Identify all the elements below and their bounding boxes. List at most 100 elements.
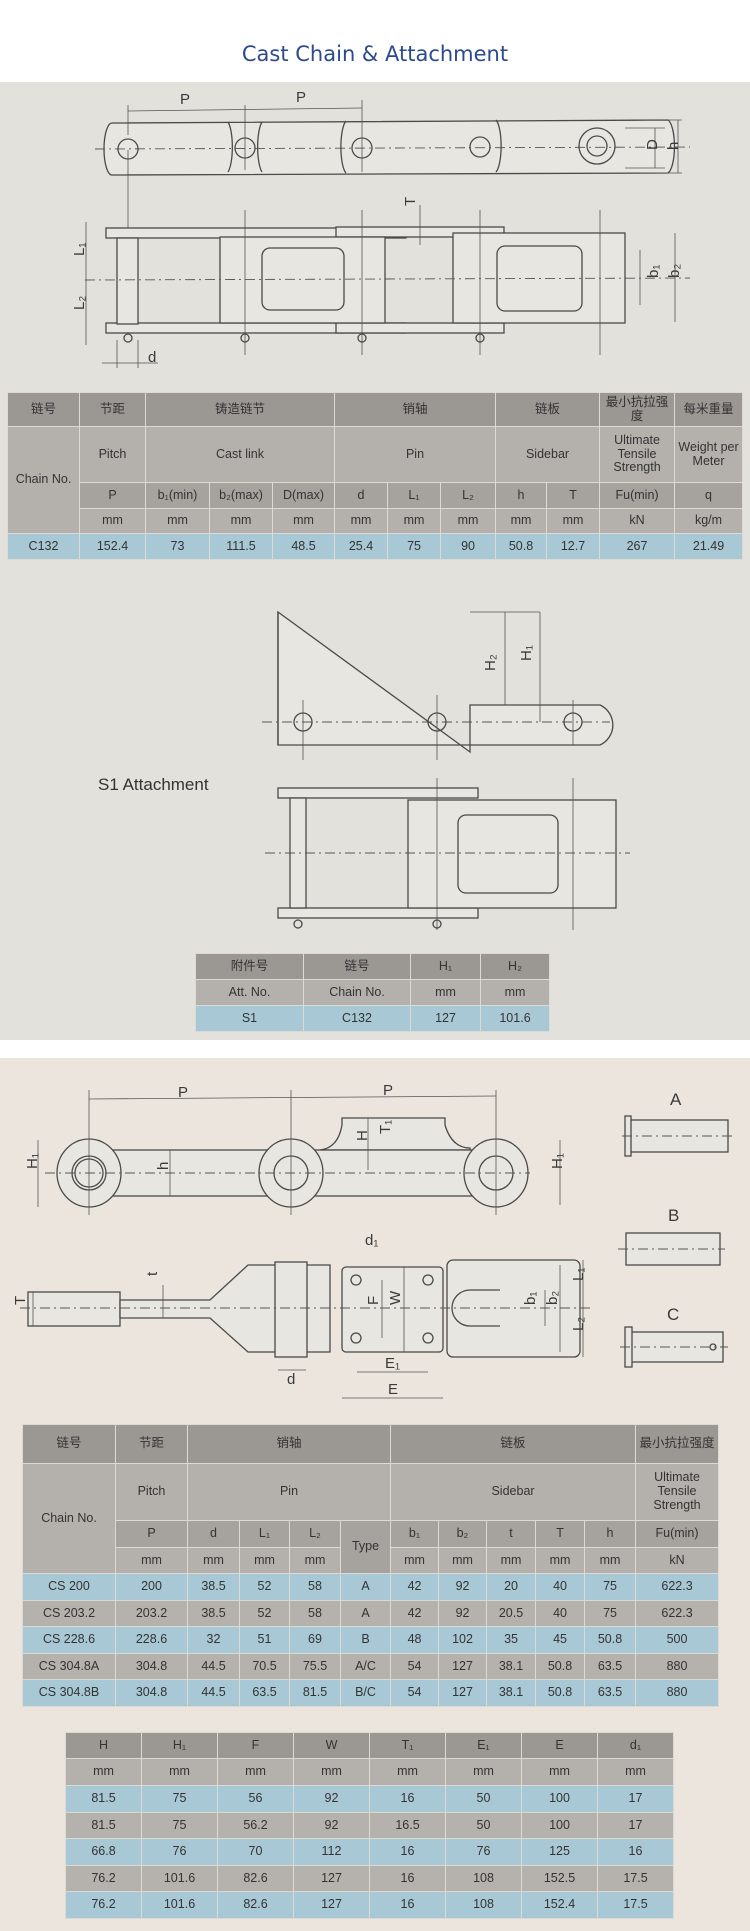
unit-cell: mm bbox=[141, 1758, 218, 1786]
page-title: Cast Chain & Attachment bbox=[241, 42, 509, 66]
value-cell: 16 bbox=[369, 1864, 446, 1893]
s1-attachment-drawing: H₂ H₁ bbox=[262, 610, 630, 930]
value-cell: 50.8 bbox=[535, 1652, 586, 1681]
value-cell: 111.5 bbox=[209, 533, 273, 560]
header-cn: 销轴 bbox=[186, 1424, 392, 1464]
value-cell: 200 bbox=[115, 1573, 188, 1601]
plan-view bbox=[84, 205, 691, 368]
header-cn: 链板 bbox=[390, 1424, 637, 1464]
chain-no-cell: 76.2 bbox=[65, 1891, 142, 1919]
symbol-cell: L₂ bbox=[289, 1520, 341, 1548]
value-cell: 127 bbox=[410, 1005, 481, 1032]
pitch-label: P bbox=[383, 1082, 393, 1099]
value-cell: 16 bbox=[369, 1785, 446, 1813]
dim-label-E1: E₁ bbox=[385, 1355, 400, 1372]
value-cell: B/C bbox=[339, 1679, 392, 1707]
value-cell: 304.8 bbox=[115, 1652, 188, 1681]
header-en: Ultimate Tensile Strength bbox=[635, 1463, 720, 1521]
chain-no-cell: S1 bbox=[195, 1005, 304, 1032]
header-en: Chain No. bbox=[22, 1463, 116, 1574]
pin-type-label: B bbox=[668, 1206, 679, 1225]
value-cell: 35 bbox=[486, 1626, 537, 1654]
cs-chain-drawing: P P H₁ h H T₁ H₁ T t d d₁ F W E₁ E b₁ b₂… bbox=[12, 1082, 732, 1399]
value-cell: 44.5 bbox=[187, 1652, 240, 1681]
unit-cell: mm bbox=[390, 1547, 440, 1574]
value-cell: 127 bbox=[293, 1864, 370, 1893]
unit-cell: mm bbox=[369, 1758, 446, 1786]
value-cell: 90 bbox=[440, 533, 497, 560]
pin-type-drawings bbox=[618, 1115, 732, 1368]
value-cell: 58 bbox=[289, 1599, 341, 1628]
value-cell: 52 bbox=[239, 1573, 290, 1601]
header-en: Sidebar bbox=[495, 426, 601, 483]
dim-label-h: h bbox=[155, 1162, 172, 1170]
symbol-cell: H bbox=[65, 1732, 142, 1759]
value-cell: 92 bbox=[438, 1573, 488, 1601]
value-cell: 38.1 bbox=[486, 1652, 537, 1681]
dim-label-b2: b₂ bbox=[544, 1291, 561, 1305]
pitch-label: P bbox=[180, 91, 190, 108]
value-cell: 125 bbox=[521, 1838, 598, 1866]
value-cell: 50 bbox=[445, 1811, 522, 1840]
value-cell: 75 bbox=[141, 1785, 218, 1813]
value-cell: 304.8 bbox=[115, 1679, 188, 1707]
chain-no-cell: 81.5 bbox=[65, 1785, 142, 1813]
dim-label-d: d bbox=[287, 1371, 295, 1388]
header-cn: 铸造链节 bbox=[144, 392, 336, 427]
value-cell: 44.5 bbox=[187, 1679, 240, 1707]
value-cell: 54 bbox=[390, 1679, 440, 1707]
pitch-label: P bbox=[296, 89, 306, 106]
value-cell: 75 bbox=[584, 1573, 637, 1601]
dim-label-D: D bbox=[644, 139, 661, 150]
chain-no-cell: CS 228.6 bbox=[22, 1626, 116, 1654]
value-cell: 25.4 bbox=[334, 533, 389, 560]
header-cn: 链板 bbox=[495, 392, 601, 427]
dim-label-h: h bbox=[665, 142, 682, 150]
symbol-cell: q bbox=[674, 482, 744, 509]
value-cell: 50.8 bbox=[584, 1626, 637, 1654]
unit-cell: mm bbox=[115, 1547, 188, 1574]
pin-type-label: A bbox=[670, 1090, 682, 1109]
value-cell: 70 bbox=[217, 1838, 294, 1866]
symbol-cell: d bbox=[187, 1520, 240, 1548]
value-cell: 76 bbox=[141, 1838, 218, 1866]
value-cell: 92 bbox=[438, 1599, 488, 1628]
unit-cell: mm bbox=[334, 508, 389, 534]
value-cell: 92 bbox=[293, 1811, 370, 1840]
dim-label-d1: d₁ bbox=[365, 1232, 378, 1249]
value-cell: 75.5 bbox=[289, 1652, 341, 1681]
value-cell: 152.4 bbox=[79, 533, 146, 560]
value-cell: 880 bbox=[635, 1679, 720, 1707]
value-cell: 75 bbox=[584, 1599, 637, 1628]
cast-chain-drawing: P P D h T L₁ L₂ b₁ b₂ d bbox=[71, 89, 691, 368]
symbol-cell: b₂ bbox=[438, 1520, 488, 1548]
chain-no-cell: 66.8 bbox=[65, 1838, 142, 1866]
dim-label-T: T bbox=[402, 197, 419, 206]
value-cell: 52 bbox=[239, 1599, 290, 1628]
value-cell: 16 bbox=[369, 1838, 446, 1866]
symbol-cell: E₁ bbox=[445, 1732, 522, 1759]
value-cell: B bbox=[339, 1626, 392, 1654]
header-cn: 链号 bbox=[22, 1424, 116, 1464]
symbol-cell: E bbox=[521, 1732, 598, 1759]
value-cell: 58 bbox=[289, 1573, 341, 1601]
value-cell: 267 bbox=[599, 533, 676, 560]
pitch-label: P bbox=[178, 1084, 188, 1101]
header-cn: 节距 bbox=[79, 392, 146, 427]
symbol-cell: D(max) bbox=[271, 482, 336, 509]
symbol-cell: t bbox=[486, 1520, 537, 1548]
value-cell: 40 bbox=[535, 1573, 586, 1601]
value-cell: 880 bbox=[635, 1652, 720, 1681]
attachment-side-view bbox=[262, 610, 614, 760]
symbol-cell: T₁ bbox=[369, 1732, 446, 1759]
value-cell: 63.5 bbox=[584, 1679, 637, 1707]
